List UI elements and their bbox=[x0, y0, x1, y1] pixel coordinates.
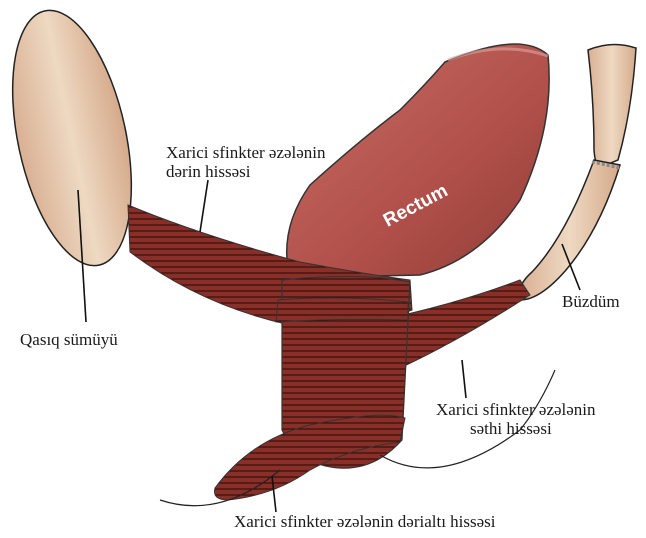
deep-part-label-line-2: dərin hissəsi bbox=[166, 162, 326, 181]
deep-part-label-line-1: Xarici sfinkter əzələnin bbox=[166, 143, 326, 162]
subcutaneous-part-label: Xarici sfinkter əzələnin dərialtı hissəs… bbox=[234, 512, 496, 531]
pubic-bone-label: Qasıq sümüyü bbox=[20, 330, 118, 349]
deep-part-label: Xarici sfinkter əzələnin dərin hissəsi bbox=[166, 143, 326, 181]
superficial-part-label: Xarici sfinkter əzələnin səthi hissəsi bbox=[436, 400, 596, 438]
coccyx-label: Büzdüm bbox=[562, 292, 620, 311]
rectum bbox=[287, 44, 549, 278]
superficial-part-label-line-2: səthi hissəsi bbox=[436, 419, 596, 438]
superficial-part-label-line-1: Xarici sfinkter əzələnin bbox=[436, 400, 596, 419]
